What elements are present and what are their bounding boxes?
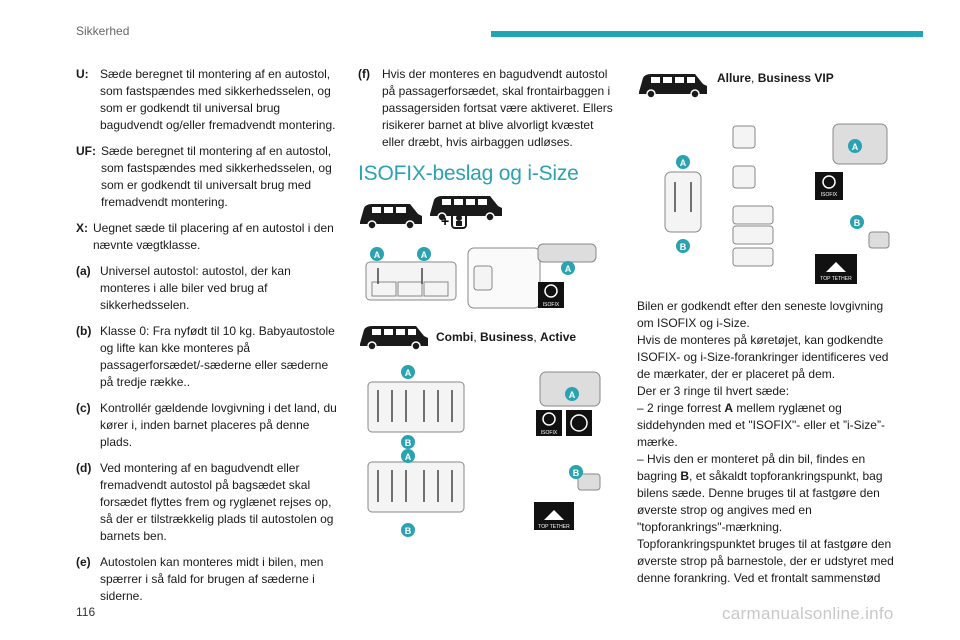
definition-key: U: bbox=[76, 67, 89, 81]
variant-caption-row: Combi, Business, Active bbox=[358, 324, 616, 350]
column-2: (f) Hvis der monteres en bagudvendt auto… bbox=[358, 66, 616, 542]
definition-uf: UF: Sæde beregnet til montering af en au… bbox=[76, 143, 344, 211]
definition-key: (a) bbox=[76, 264, 91, 278]
label-a-marker: A bbox=[565, 387, 579, 401]
label-b-marker: B bbox=[401, 523, 415, 537]
label-b-marker: B bbox=[676, 239, 690, 253]
label-a-marker: A bbox=[561, 261, 575, 275]
definition-key: (b) bbox=[76, 324, 92, 338]
definition-key: X: bbox=[76, 221, 88, 235]
svg-text:TOP TETHER: TOP TETHER bbox=[538, 524, 570, 530]
definition-a: (a) Universel autostol: autostol, der ka… bbox=[76, 263, 344, 314]
watermark: carmanualsonline.info bbox=[722, 604, 894, 623]
isofix-badge: ISOFIX bbox=[538, 282, 564, 308]
definition-text: Hvis der monteres en bagudvendt autostol… bbox=[382, 67, 613, 149]
isofix-bench-figure: A A A ISOFIX bbox=[365, 243, 597, 309]
svg-text:TOP TETHER: TOP TETHER bbox=[820, 276, 852, 282]
definition-d: (d) Ved montering af en bagudvendt eller… bbox=[76, 460, 344, 545]
svg-text:B: B bbox=[573, 468, 580, 478]
definition-text: Kontrollér gældende lovgivning i det lan… bbox=[100, 401, 337, 449]
van-long-icon bbox=[430, 196, 502, 222]
definition-key: UF: bbox=[76, 144, 96, 158]
variant-caption-row: Allure, Business VIP bbox=[637, 66, 897, 102]
paragraph: Der er 3 ringe til hvert sæde: bbox=[637, 384, 790, 398]
page-header: Sikkerhed bbox=[0, 0, 960, 44]
label-b-marker: B bbox=[850, 215, 864, 229]
definition-text: Sæde beregnet til montering af en autost… bbox=[100, 67, 336, 132]
variant-caption: Allure, Business VIP bbox=[717, 71, 834, 85]
section-heading: ISOFIX-beslag og i-Size bbox=[358, 162, 579, 185]
isofix-vip-figure: A A B B ISOFIX TOP TETHER bbox=[664, 123, 890, 284]
definition-key: (d) bbox=[76, 461, 92, 475]
isofix-description: Bilen er godkendt efter den seneste lovg… bbox=[637, 298, 897, 587]
label-b-marker: B bbox=[569, 465, 583, 479]
svg-text:A: A bbox=[421, 250, 428, 260]
svg-text:ISOFIX: ISOFIX bbox=[541, 430, 558, 436]
svg-text:A: A bbox=[569, 390, 576, 400]
column-3: Allure, Business VIP A A B B ISOFIX TOP … bbox=[637, 66, 897, 587]
label-a-marker: A bbox=[370, 247, 384, 261]
label-a-marker: A bbox=[676, 155, 690, 169]
definition-key: (f) bbox=[358, 67, 370, 81]
label-a-marker: A bbox=[417, 247, 431, 261]
svg-text:B: B bbox=[680, 242, 687, 252]
i-size-badge bbox=[566, 410, 592, 436]
paragraph: – Hvis den er monteret på din bil, finde… bbox=[637, 452, 883, 534]
van-icon bbox=[639, 74, 707, 99]
label-a-marker: A bbox=[848, 139, 862, 153]
definition-u: U: Sæde beregnet til montering af en aut… bbox=[76, 66, 344, 134]
label-a-marker: A bbox=[401, 365, 415, 379]
definition-text: Universel autostol: autostol, der kan mo… bbox=[100, 264, 291, 312]
definition-key: (c) bbox=[76, 401, 91, 415]
column-1: U: Sæde beregnet til montering af en aut… bbox=[76, 66, 344, 614]
section-title: Sikkerhed bbox=[76, 24, 130, 38]
svg-text:B: B bbox=[854, 218, 861, 228]
svg-text:A: A bbox=[680, 158, 687, 168]
label-a-marker: A bbox=[401, 449, 415, 463]
svg-text:ISOFIX: ISOFIX bbox=[821, 192, 838, 198]
definition-key: (e) bbox=[76, 555, 91, 569]
van-icon bbox=[360, 326, 428, 350]
van-models-illustration: + bbox=[360, 196, 502, 230]
definition-text: Ved montering af en bagudvendt eller fre… bbox=[100, 461, 334, 543]
paragraph: Topforankringspunktet bruges til at fast… bbox=[637, 537, 894, 585]
header-accent-bar bbox=[491, 31, 923, 37]
page-number: 116 bbox=[76, 605, 96, 619]
isofix-badge: ISOFIX bbox=[815, 172, 843, 200]
plus-sign: + bbox=[441, 213, 449, 229]
variant-caption: Combi, Business, Active bbox=[436, 329, 577, 344]
definition-text: Autostolen kan monteres midt i bilen, me… bbox=[100, 555, 324, 603]
definition-x: X: Uegnet sæde til placering af en autos… bbox=[76, 220, 344, 254]
van-short-icon bbox=[360, 204, 422, 230]
paragraph: – 2 ringe forrest A mellem ryglænet og s… bbox=[637, 401, 885, 449]
isofix-badge: ISOFIX bbox=[536, 410, 562, 436]
isofix-two-rows-figure: A A B A B B ISOFIX TOP TETHER bbox=[367, 365, 601, 537]
paragraph: Bilen er godkendt efter den seneste lovg… bbox=[637, 299, 884, 330]
definition-text: Klasse 0: Fra nyfødt til 10 kg. Babyauto… bbox=[100, 324, 335, 389]
top-tether-badge: TOP TETHER bbox=[534, 502, 574, 530]
definition-e: (e) Autostolen kan monteres midt i bilen… bbox=[76, 554, 344, 605]
svg-text:B: B bbox=[405, 438, 412, 448]
svg-text:A: A bbox=[374, 250, 381, 260]
top-tether-badge: TOP TETHER bbox=[815, 254, 857, 284]
svg-text:B: B bbox=[405, 526, 412, 536]
paragraph: Hvis de monteres på køretøjet, kan godke… bbox=[637, 333, 889, 381]
child-seat-icon bbox=[451, 211, 467, 229]
label-b-marker: B bbox=[401, 435, 415, 449]
svg-text:ISOFIX: ISOFIX bbox=[543, 302, 560, 308]
definition-f: (f) Hvis der monteres en bagudvendt auto… bbox=[358, 66, 616, 151]
svg-text:A: A bbox=[405, 368, 412, 378]
svg-text:A: A bbox=[405, 452, 412, 462]
svg-text:A: A bbox=[565, 264, 572, 274]
definition-text: Sæde beregnet til montering af en autost… bbox=[101, 144, 332, 209]
svg-text:A: A bbox=[852, 142, 859, 152]
definition-b: (b) Klasse 0: Fra nyfødt til 10 kg. Baby… bbox=[76, 323, 344, 391]
definition-c: (c) Kontrollér gældende lovgivning i det… bbox=[76, 400, 344, 451]
definition-text: Uegnet sæde til placering af en autostol… bbox=[93, 221, 334, 252]
